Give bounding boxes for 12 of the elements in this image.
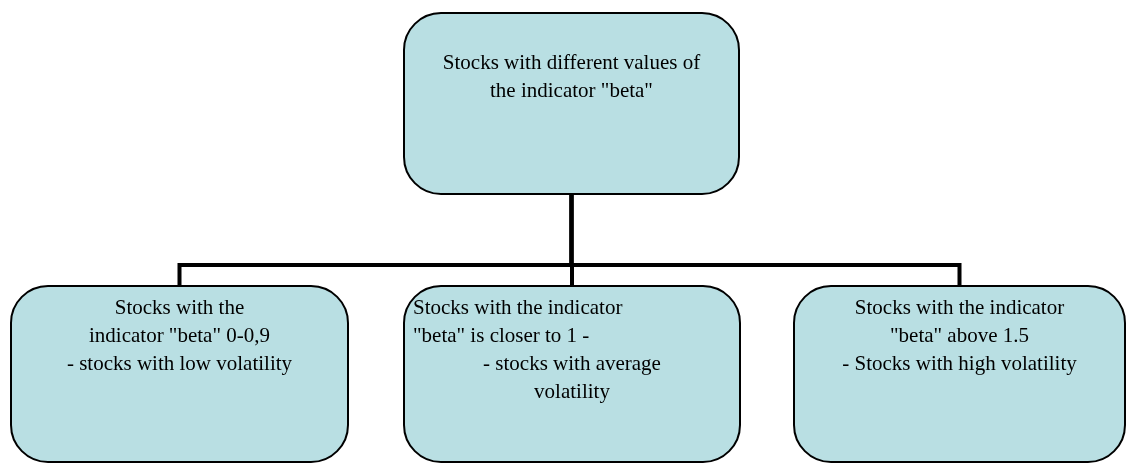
rounded-box <box>403 285 741 463</box>
box-text: Stocks with the indicator "beta" is closer to 1 - <box>413 294 624 349</box>
rounded-box <box>403 12 740 195</box>
box-text: - Stocks with high volatility <box>841 350 1078 377</box>
box-text: Stocks with the indicator "beta" above 1.5 <box>853 294 1066 349</box>
connector-line <box>569 195 962 285</box>
box-text: - stocks with low volatility <box>65 350 294 377</box>
box-text: Stocks with different values of the indicator "beta" <box>441 49 702 104</box>
box-text: Stocks with the indicator "beta" 0-0,9 <box>88 294 271 349</box>
rounded-box <box>10 285 349 463</box>
box-text: - stocks with average volatility <box>482 350 662 405</box>
rounded-box <box>793 285 1126 463</box>
